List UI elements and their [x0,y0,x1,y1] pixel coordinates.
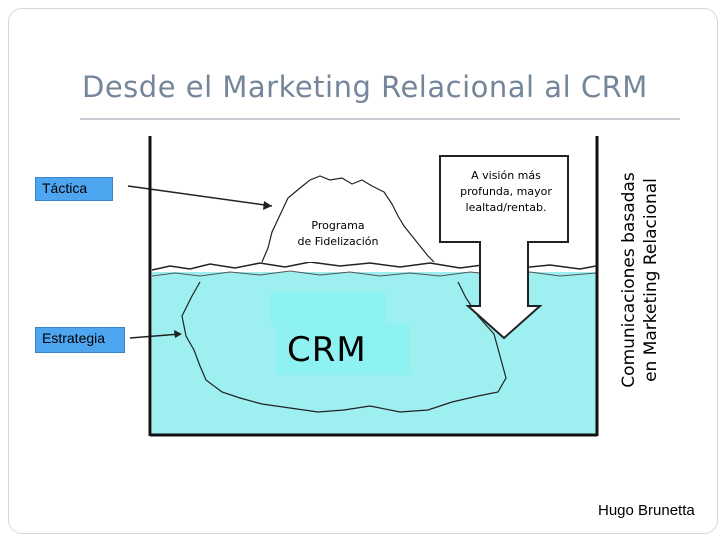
crm-core-upper [270,291,386,325]
crm-label: CRM [287,330,367,370]
estrategia-pointer-head [174,330,182,338]
estrategia-pointer [129,333,181,339]
iceberg-tip [261,175,435,263]
arrow-label-line2: profunda, mayor [460,185,552,198]
arrow-label-line1: A visión más [471,169,541,182]
tactica-pointer [127,185,273,207]
side-text: Comunicaciones basadas en Marketing Rela… [618,172,662,387]
tactica-pointer-head [263,201,272,210]
iceberg-submerged [181,281,507,413]
down-arrow [439,155,569,340]
crm-core-lower [276,323,410,375]
fidelizacion-label: Programa de Fidelización [288,218,388,250]
tactica-tag: Táctica [35,177,113,201]
title-rule [80,118,680,120]
fidelizacion-label-line1: Programa [311,219,365,232]
estrategia-tag: Estrategia [35,327,125,353]
arrow-label-line3: lealtad/rentab. [465,201,547,214]
side-text-line1: Comunicaciones basadas [619,172,639,388]
side-text-line2: en Marketing Relacional [641,178,661,382]
slide-frame [8,8,718,534]
arrow-label: A visión más profunda, mayor lealtad/ren… [446,168,566,216]
slide-title: Desde el Marketing Relacional al CRM [82,70,648,104]
fidelizacion-label-line2: de Fidelización [297,235,379,248]
author-name: Hugo Brunetta [598,502,695,519]
